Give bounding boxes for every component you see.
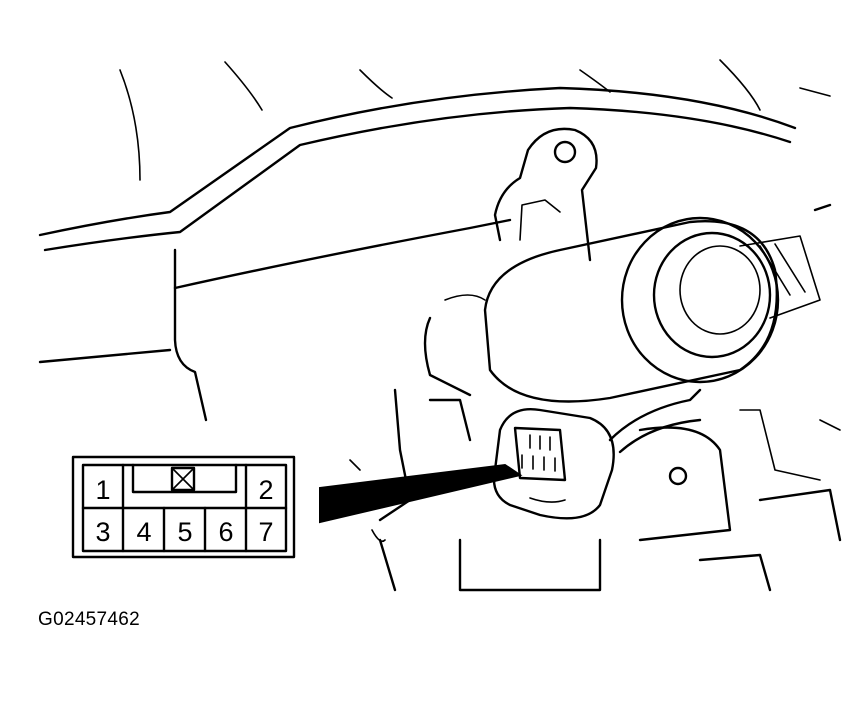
pointer-arrow: [319, 463, 523, 524]
lower-bracket: [349, 388, 842, 592]
lever-mount: [493, 127, 598, 262]
pin-label-4: 4: [136, 517, 151, 547]
column-housing: [423, 203, 832, 403]
column-connector: [492, 388, 702, 520]
pin-label-6: 6: [218, 517, 233, 547]
dashboard-outline: [38, 59, 831, 422]
pin-label-7: 7: [258, 517, 273, 547]
pin-label-2: 2: [258, 475, 273, 505]
blank-pin-cross-icon: [170, 466, 196, 492]
pin-label-3: 3: [95, 517, 110, 547]
pin-label-1: 1: [95, 475, 110, 505]
pin-label-5: 5: [177, 517, 192, 547]
figure-id: G02457462: [38, 609, 141, 630]
connector-pinout: 1 2 3 4 5 6 7: [71, 455, 296, 559]
